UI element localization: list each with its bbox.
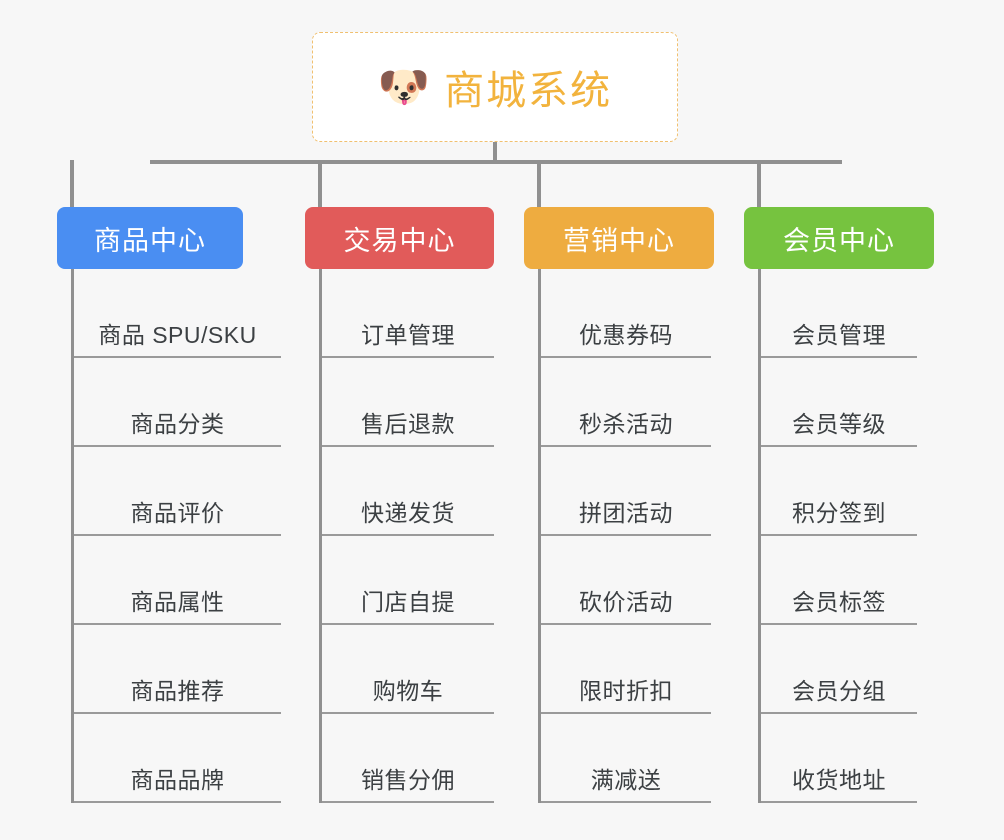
leaf-item-label: 商品品牌 — [130, 767, 225, 793]
tree-spine-2 — [319, 269, 322, 803]
leaf-item[interactable]: 销售分佣 — [322, 714, 494, 803]
category-box-3[interactable]: 营销中心 — [524, 207, 714, 269]
leaf-item[interactable]: 商品属性 — [74, 536, 281, 625]
category-box-label: 商品中心 — [94, 225, 206, 256]
category-box-1[interactable]: 商品中心 — [57, 207, 243, 269]
connector-horizontal-bus — [150, 160, 842, 164]
leaf-item-label: 门店自提 — [361, 589, 455, 615]
leaf-item-label: 积分签到 — [792, 500, 886, 526]
leaf-item[interactable]: 秒杀活动 — [541, 358, 711, 447]
leaf-item[interactable]: 商品品牌 — [74, 714, 281, 803]
leaf-item[interactable]: 购物车 — [322, 625, 494, 714]
leaf-item-label: 快递发货 — [361, 500, 455, 526]
leaf-item-label: 收货地址 — [792, 767, 886, 793]
leaf-item-label: 会员管理 — [792, 322, 886, 348]
leaf-item[interactable]: 商品分类 — [74, 358, 281, 447]
leaf-item-label: 限时折扣 — [579, 678, 673, 704]
leaf-column-3: 优惠券码秒杀活动拼团活动砍价活动限时折扣满减送 — [538, 269, 712, 803]
leaf-item-label: 商品属性 — [130, 589, 225, 615]
connector-root-stem — [493, 142, 497, 164]
leaf-item-label: 购物车 — [372, 678, 444, 704]
leaf-item-label: 满减送 — [590, 767, 662, 793]
connector-drop-3 — [537, 160, 541, 207]
leaf-item-label: 秒杀活动 — [579, 411, 673, 437]
leaf-item[interactable]: 商品 SPU/SKU — [74, 269, 281, 358]
leaf-item[interactable]: 会员等级 — [761, 358, 917, 447]
leaf-item-label: 拼团活动 — [579, 500, 673, 526]
category-box-2[interactable]: 交易中心 — [305, 207, 494, 269]
leaf-item-label: 会员分组 — [792, 678, 886, 704]
category-box-label: 交易中心 — [343, 225, 456, 256]
category-box-label: 会员中心 — [783, 225, 895, 256]
leaf-item[interactable]: 砍价活动 — [541, 536, 711, 625]
leaf-item[interactable]: 拼团活动 — [541, 447, 711, 536]
tree-spine-1 — [71, 269, 74, 803]
leaf-column-1: 商品 SPU/SKU 商品分类商品评价商品属性商品推荐商品品牌 — [71, 269, 282, 803]
leaf-item[interactable]: 快递发货 — [322, 447, 494, 536]
category-box-4[interactable]: 会员中心 — [744, 207, 934, 269]
leaf-item-label: 售后退款 — [361, 411, 455, 437]
leaf-item-label: 商品分类 — [130, 411, 225, 437]
leaf-item[interactable]: 优惠券码 — [541, 269, 711, 358]
leaf-item-label: 商品评价 — [130, 500, 225, 526]
leaf-item[interactable]: 商品评价 — [74, 447, 281, 536]
leaf-item[interactable]: 会员标签 — [761, 536, 917, 625]
leaf-item-label: 商品 SPU/SKU — [98, 322, 257, 348]
leaf-item[interactable]: 满减送 — [541, 714, 711, 803]
leaf-item-label: 优惠券码 — [579, 322, 673, 348]
leaf-item[interactable]: 限时折扣 — [541, 625, 711, 714]
tree-spine-3 — [538, 269, 541, 803]
leaf-item[interactable]: 会员管理 — [761, 269, 917, 358]
connector-drop-4 — [757, 160, 761, 207]
leaf-item[interactable]: 会员分组 — [761, 625, 917, 714]
tree-spine-4 — [758, 269, 761, 803]
root-node-label: 商城系统 — [444, 69, 613, 113]
connector-drop-1 — [70, 160, 74, 207]
leaf-item[interactable]: 收货地址 — [761, 714, 917, 803]
dog-face-icon: 🐶 — [377, 63, 431, 110]
leaf-column-4: 会员管理会员等级积分签到会员标签会员分组收货地址 — [758, 269, 918, 803]
leaf-item-label: 会员标签 — [792, 589, 886, 615]
leaf-item-label: 砍价活动 — [579, 589, 673, 615]
leaf-item[interactable]: 积分签到 — [761, 447, 917, 536]
leaf-item[interactable]: 商品推荐 — [74, 625, 281, 714]
leaf-item-label: 会员等级 — [792, 411, 886, 437]
leaf-item-label: 销售分佣 — [361, 767, 455, 793]
leaf-column-2: 订单管理售后退款快递发货门店自提购物车销售分佣 — [319, 269, 495, 803]
connector-drop-2 — [318, 160, 322, 207]
leaf-item[interactable]: 门店自提 — [322, 536, 494, 625]
leaf-item[interactable]: 订单管理 — [322, 269, 494, 358]
leaf-item[interactable]: 售后退款 — [322, 358, 494, 447]
category-box-label: 营销中心 — [563, 225, 675, 256]
leaf-item-label: 商品推荐 — [130, 678, 225, 704]
leaf-item-label: 订单管理 — [361, 322, 455, 348]
root-node[interactable]: 🐶 商城系统 — [312, 32, 678, 142]
